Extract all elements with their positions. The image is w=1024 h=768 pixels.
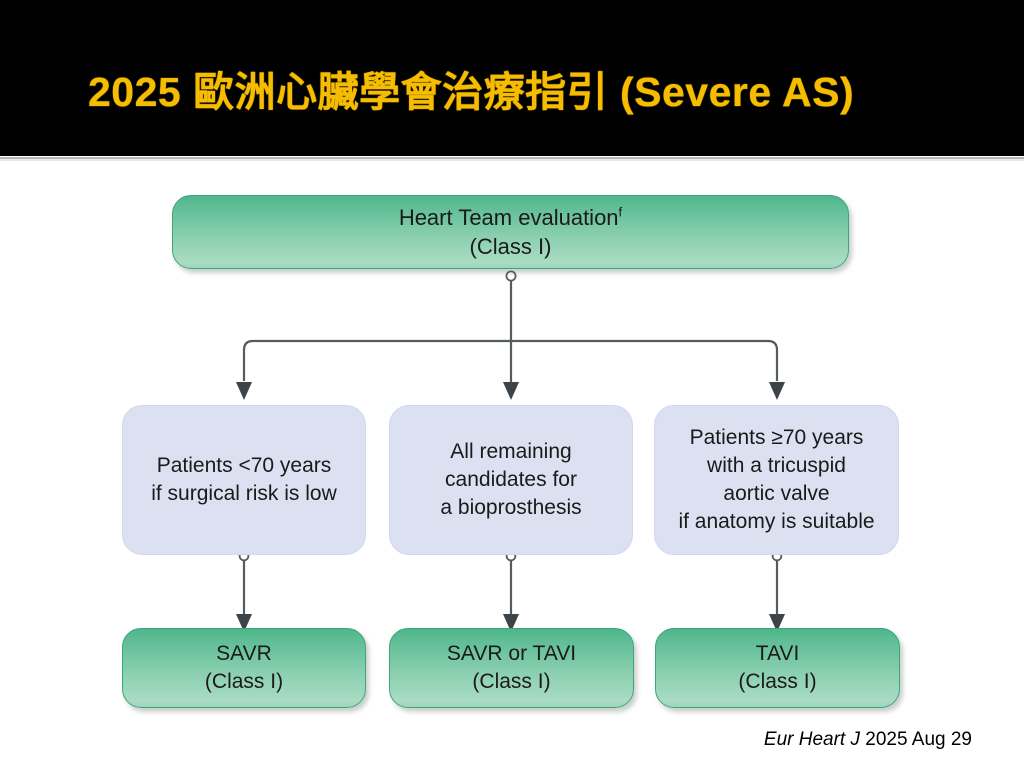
citation-journal: Eur Heart J: [763, 729, 860, 750]
arrowhead-mid-tier2: [503, 382, 519, 400]
node-heart-team-label: Heart Team evaluationf (Class I): [173, 203, 848, 261]
node-outcome-savr[interactable]: SAVR (Class I): [122, 628, 366, 708]
citation-date: 2025 Aug 29: [860, 729, 972, 750]
title-bar: 2025 歐洲心臟學會治療指引 (Severe AS): [0, 0, 1024, 156]
node-condition-over-70[interactable]: Patients ≥70 years with a tricuspid aort…: [654, 405, 899, 555]
connector-branch-left: [242, 339, 511, 381]
node-heart-team-class: (Class I): [469, 234, 552, 259]
connector-origin-dot: [505, 270, 517, 282]
title-divider: [0, 156, 1024, 164]
node-outcome-savr-or-tavi[interactable]: SAVR or TAVI (Class I): [389, 628, 634, 708]
node-heart-team-evaluation[interactable]: Heart Team evaluationf (Class I): [172, 195, 849, 269]
node-condition-remaining-candidates-label: All remaining candidates for a bioprosth…: [440, 440, 582, 519]
flowchart-canvas: Heart Team evaluationf (Class I) Patients…: [0, 164, 1024, 768]
arrowhead-left-tier2: [236, 382, 252, 400]
connector-branch-right: [511, 339, 779, 381]
node-outcome-savr-or-tavi-label: SAVR or TAVI (Class I): [446, 642, 577, 693]
node-condition-remaining-candidates[interactable]: All remaining candidates for a bioprosth…: [389, 405, 633, 555]
node-outcome-savr-label: SAVR (Class I): [204, 642, 284, 693]
node-condition-over-70-label: Patients ≥70 years with a tricuspid aort…: [678, 426, 875, 533]
node-condition-under-70[interactable]: Patients <70 years if surgical risk is l…: [122, 405, 366, 555]
arrowhead-right-tier2: [769, 382, 785, 400]
node-outcome-tavi[interactable]: TAVI (Class I): [655, 628, 900, 708]
page-title: 2025 歐洲心臟學會治療指引 (Severe AS): [88, 69, 855, 115]
source-citation: Eur Heart J 2025 Aug 29: [764, 729, 972, 751]
node-heart-team-text: Heart Team evaluation: [398, 205, 619, 230]
node-outcome-tavi-label: TAVI (Class I): [738, 642, 817, 693]
node-heart-team-footnote-marker: f: [618, 204, 623, 220]
node-condition-under-70-label: Patients <70 years if surgical risk is l…: [151, 454, 337, 505]
